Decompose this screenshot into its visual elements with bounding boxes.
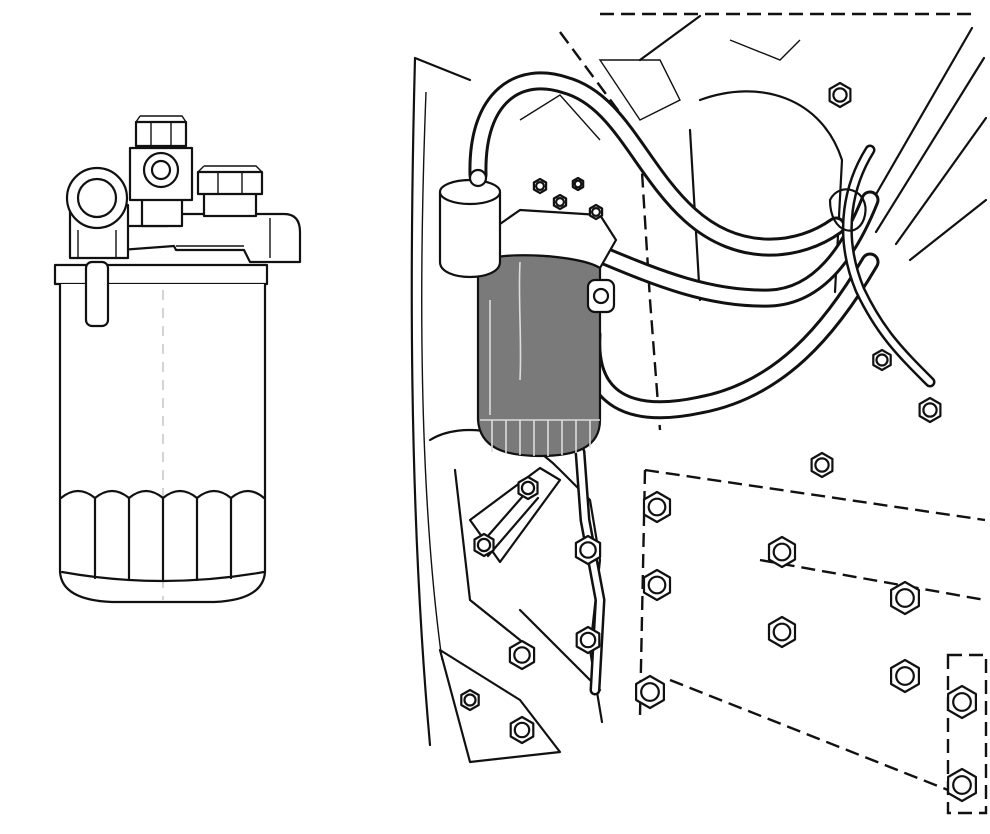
engine-block-end (946, 653, 988, 815)
bolt (946, 767, 978, 803)
banjo-bolt-flats (135, 115, 187, 146)
banjo-bolt-hex (134, 120, 188, 148)
bolt-head (922, 402, 938, 418)
panel-edge (410, 56, 472, 747)
bolt-head (513, 721, 531, 739)
bolt (574, 534, 602, 566)
bolts (460, 81, 978, 803)
bolt-head (895, 588, 915, 608)
grip-band-ribs (93, 496, 233, 582)
bolt-head (579, 631, 597, 649)
fuel-filter-detail (53, 115, 302, 604)
bolt-head (952, 775, 972, 795)
filter-side-port-bore (592, 287, 610, 305)
bolt (642, 490, 672, 524)
bolt-head (875, 353, 889, 367)
upper-frame-dashed (559, 12, 978, 431)
bolt-head (513, 646, 531, 664)
hose-clamp (828, 188, 867, 232)
bolt-head (952, 692, 972, 712)
bolt (828, 81, 852, 109)
bolt-head (554, 197, 565, 208)
bolt-head (647, 575, 667, 595)
filter-canister-shaded (476, 254, 602, 458)
bolt-head (647, 497, 667, 517)
bolt (532, 177, 548, 195)
installed-fuel-filter (468, 208, 618, 458)
bolt-head (463, 693, 477, 707)
sediment-bowl (438, 168, 502, 279)
filter-grip-ribs (480, 419, 600, 456)
bolt (588, 203, 604, 221)
hose-clip-inner (844, 147, 933, 385)
drain-tube (84, 260, 110, 328)
hose-lower-outer (582, 252, 880, 420)
fuel-hoses (468, 71, 936, 420)
bowl-fitting (468, 168, 488, 188)
bolt (810, 451, 834, 479)
bolt-head (579, 541, 597, 559)
bolt (918, 396, 942, 424)
plug-base (202, 190, 258, 218)
engine-block-outline (638, 468, 986, 792)
bolt (473, 532, 495, 558)
bolt (509, 715, 535, 745)
hose-middle-outer (568, 190, 880, 308)
filter-head-step (176, 218, 271, 258)
bolt-head (895, 666, 915, 686)
bolt (889, 580, 921, 616)
bolt-head (534, 181, 545, 192)
bowl-body (438, 192, 502, 279)
bolt (767, 615, 797, 649)
inlet-fitting-lines (77, 230, 117, 258)
bolt (460, 688, 480, 712)
bowl-top (438, 178, 502, 206)
inlet-fitting-bore (76, 177, 118, 219)
plug-hex-flats (197, 165, 263, 194)
hose-upper-inner (471, 74, 843, 254)
bolt (889, 658, 921, 694)
bolt (517, 475, 539, 501)
bolt-head (590, 207, 601, 218)
bolt (642, 568, 672, 602)
hose-lower-inner (585, 255, 877, 417)
grip-band-bottom (60, 570, 266, 583)
bolt (634, 674, 666, 710)
bolt (575, 625, 601, 655)
bolt (552, 193, 568, 211)
bolt-head (832, 87, 848, 103)
bolt (872, 348, 892, 372)
bolt-head (573, 179, 583, 189)
bolt-head (772, 542, 792, 562)
bolt (508, 639, 536, 671)
engine-installation-view (410, 12, 988, 815)
bolt (946, 684, 978, 720)
bolt-head (640, 682, 660, 702)
bolt (767, 535, 797, 569)
filter-canister-highlight (489, 261, 522, 415)
bolt-head (476, 537, 492, 553)
bolt-head (520, 480, 536, 496)
upper-housing (638, 14, 844, 302)
fuel-pipes (858, 26, 988, 262)
panel-inner-edge (421, 91, 443, 661)
lower-bracket (428, 428, 604, 764)
bolt-head (814, 457, 830, 473)
bolt-head (772, 622, 792, 642)
bolt (571, 176, 585, 192)
banjo-eye-bore (150, 159, 172, 181)
upper-brackets (519, 39, 801, 141)
plug-hex (196, 170, 264, 196)
